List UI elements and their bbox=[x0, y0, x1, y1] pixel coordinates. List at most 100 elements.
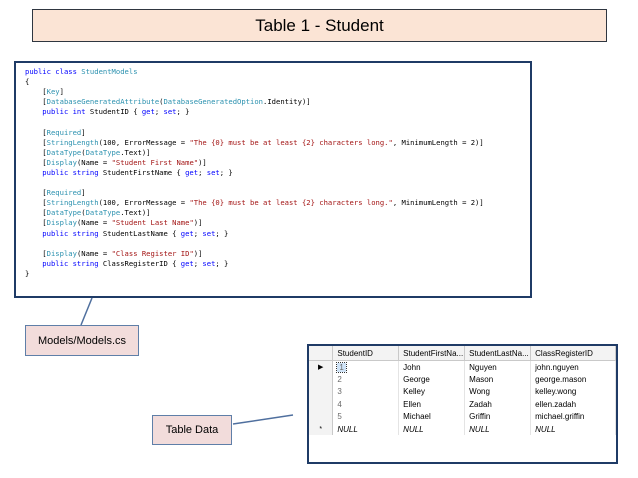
table-data-callout: Table Data bbox=[152, 415, 232, 445]
cell-value: 2 bbox=[337, 375, 342, 385]
table-cell[interactable]: Ellen bbox=[398, 398, 466, 411]
table-cell[interactable]: kelley.wong bbox=[530, 385, 616, 399]
code-token: )] bbox=[198, 157, 207, 167]
code-token: set bbox=[163, 107, 177, 117]
code-token: public int bbox=[25, 107, 90, 117]
cell-value: kelley.wong bbox=[535, 387, 577, 397]
code-token: [ bbox=[25, 218, 47, 228]
code-token: DataType bbox=[46, 147, 82, 157]
code-token: Display bbox=[46, 248, 77, 258]
table-cell[interactable]: John bbox=[398, 360, 466, 374]
code-line: [StringLength(100, ErrorMessage = "The {… bbox=[25, 198, 530, 208]
table-cell[interactable]: 1 bbox=[332, 360, 400, 374]
cell-value: George bbox=[403, 375, 430, 385]
code-line: [Display(Name = "Student Last Name")] bbox=[25, 218, 530, 228]
row-selector[interactable] bbox=[309, 385, 334, 399]
table-cell[interactable]: George bbox=[398, 373, 466, 386]
code-token: StringLength bbox=[46, 137, 99, 147]
table-cell[interactable]: 3 bbox=[332, 385, 400, 399]
code-token: StudentID { bbox=[89, 107, 142, 117]
code-token: ; } bbox=[215, 228, 229, 238]
cell-value: NULL bbox=[403, 424, 424, 434]
table-cell[interactable]: Mason bbox=[464, 373, 532, 386]
column-header-lastname[interactable]: StudentLastNa... bbox=[464, 346, 532, 361]
code-token: get bbox=[180, 228, 194, 238]
table-cell[interactable]: NULL bbox=[398, 422, 466, 436]
table-cell[interactable]: NULL bbox=[464, 422, 532, 436]
table-cell[interactable]: Griffin bbox=[464, 410, 532, 423]
code-token: set bbox=[202, 258, 216, 268]
code-line: { bbox=[25, 77, 530, 87]
code-token: ] bbox=[59, 87, 64, 97]
code-token: .Text)] bbox=[120, 208, 151, 218]
code-token: StringLength bbox=[46, 198, 99, 208]
table-cell[interactable]: 5 bbox=[332, 410, 400, 423]
code-token: DataType bbox=[85, 208, 121, 218]
code-token: DataType bbox=[46, 208, 82, 218]
table-cell[interactable]: 2 bbox=[332, 373, 400, 386]
models-connector-line bbox=[80, 297, 93, 326]
row-selector[interactable] bbox=[309, 373, 334, 386]
code-token: [ bbox=[25, 198, 47, 208]
column-header-firstname[interactable]: StudentFirstNa... bbox=[398, 346, 466, 361]
code-line: } bbox=[25, 269, 530, 279]
code-token: get bbox=[180, 258, 194, 268]
table-cell[interactable]: george.mason bbox=[530, 373, 616, 386]
code-line: public int StudentID { get; set; } bbox=[25, 107, 530, 117]
table-cell[interactable]: 4 bbox=[332, 398, 400, 411]
row-header-corner bbox=[309, 346, 334, 361]
cell-value: john.nguyen bbox=[535, 362, 579, 372]
code-token: DataType bbox=[85, 147, 121, 157]
code-token: (100, ErrorMessage = bbox=[98, 137, 190, 147]
code-token: StudentModels bbox=[81, 67, 138, 76]
table-cell[interactable]: john.nguyen bbox=[530, 360, 616, 374]
table-cell[interactable]: michael.griffin bbox=[530, 410, 616, 423]
code-line: public class StudentModels bbox=[25, 67, 530, 77]
code-token: ( bbox=[81, 147, 86, 157]
results-grid: StudentID StudentFirstNa... StudentLastN… bbox=[309, 346, 616, 436]
column-header-classregisterid[interactable]: ClassRegisterID bbox=[530, 346, 616, 361]
row-selector[interactable] bbox=[309, 410, 334, 423]
row-selector[interactable]: * bbox=[309, 422, 334, 436]
code-line: [Key] bbox=[25, 87, 530, 97]
cell-value: 4 bbox=[337, 399, 342, 409]
row-selector[interactable]: ▶ bbox=[309, 360, 334, 374]
cell-value: Kelley bbox=[403, 387, 425, 397]
table-cell[interactable]: Kelley bbox=[398, 385, 466, 399]
code-token: , MinimumLength = 2)] bbox=[392, 198, 484, 208]
table-cell[interactable]: Wong bbox=[464, 385, 532, 399]
table-cell[interactable]: Michael bbox=[398, 410, 466, 423]
code-token: [ bbox=[25, 208, 47, 218]
code-token: Display bbox=[46, 157, 77, 167]
cell-value: michael.griffin bbox=[535, 412, 585, 422]
cell-value: Griffin bbox=[469, 412, 491, 422]
code-panel: public class StudentModels{ [Key] [Datab… bbox=[14, 61, 532, 298]
code-token: [ bbox=[25, 97, 47, 107]
code-token: public class bbox=[25, 67, 82, 76]
table-cell[interactable]: NULL bbox=[332, 422, 400, 436]
code-token: ; bbox=[193, 258, 203, 268]
code-token: (Name = bbox=[76, 218, 112, 228]
code-token: StudentFirstName { bbox=[102, 167, 186, 177]
table-cell[interactable]: ellen.zadah bbox=[530, 398, 616, 411]
table-cell[interactable]: Nguyen bbox=[464, 360, 532, 374]
table-cell[interactable]: NULL bbox=[530, 422, 616, 436]
row-selector[interactable] bbox=[309, 398, 334, 411]
code-token: Required bbox=[46, 188, 82, 198]
cell-value: 5 bbox=[337, 412, 342, 422]
code-token: ; } bbox=[219, 167, 233, 177]
table-cell[interactable]: Zadah bbox=[464, 398, 532, 411]
code-token: Key bbox=[46, 87, 60, 97]
column-header-studentid[interactable]: StudentID bbox=[332, 346, 400, 361]
code-token: (Name = bbox=[76, 248, 112, 258]
code-token: [ bbox=[25, 137, 47, 147]
code-line: [DatabaseGeneratedAttribute(DatabaseGene… bbox=[25, 97, 530, 107]
code-token: )] bbox=[193, 218, 203, 228]
code-token: [ bbox=[25, 188, 47, 198]
